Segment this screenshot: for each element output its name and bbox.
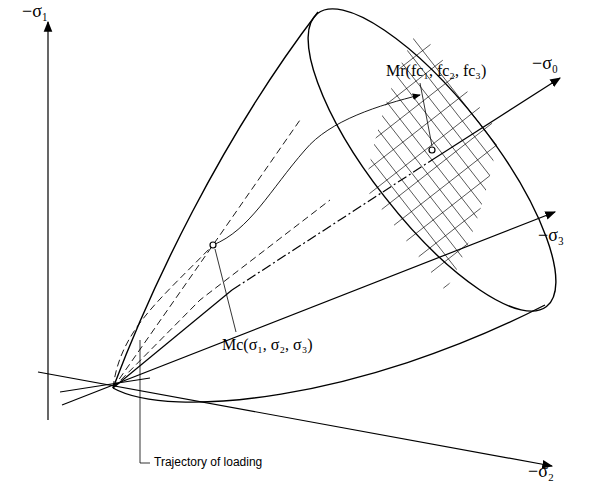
point-mc — [210, 242, 216, 248]
cone-upper-edge — [113, 12, 318, 388]
point-label: Mr(fc₁, fc₂, fc₃) — [386, 62, 486, 80]
axis-label: −σ₂ — [528, 462, 554, 482]
ray-lower — [113, 200, 330, 388]
axis-sigma0-inner — [232, 160, 432, 290]
failure-face — [270, 0, 591, 344]
point-mr — [429, 147, 435, 153]
axis-stub — [60, 378, 150, 392]
leader-mr — [420, 83, 432, 146]
trajectory-arrow — [213, 95, 420, 245]
leader-mc — [215, 249, 236, 332]
face-mesh — [262, 0, 591, 350]
axis-label: −σ₀ — [532, 54, 558, 74]
leader-trajectory — [140, 340, 150, 463]
axis-sigma0-lower — [113, 290, 232, 388]
cone-lower-edge — [113, 305, 545, 402]
point-label: Mc(σ₁, σ₂, σ₃) — [222, 336, 313, 354]
note-label: Trajectory of loading — [154, 456, 262, 469]
loading-path — [113, 245, 213, 388]
axis-label: −σ₁ — [22, 2, 48, 22]
axis-sigma1 — [47, 22, 48, 420]
axis-label: −σ₃ — [538, 226, 564, 246]
